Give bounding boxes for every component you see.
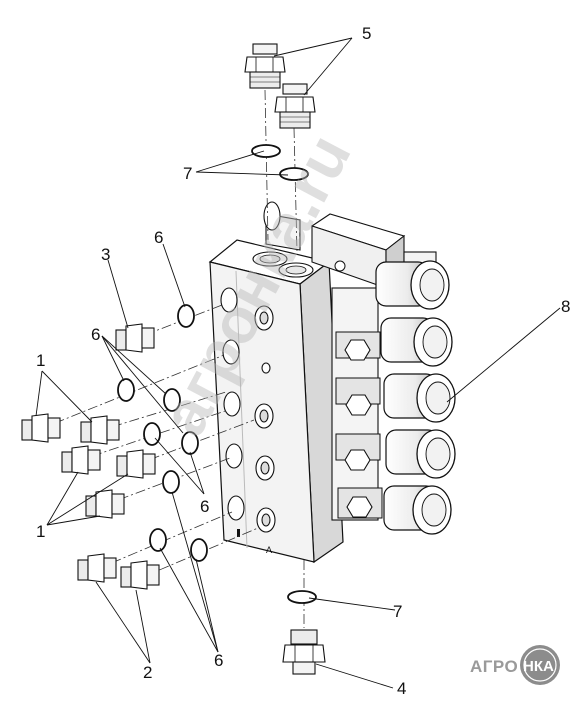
callout-7-top: 7	[183, 164, 192, 183]
hex-nut	[346, 496, 373, 518]
port	[225, 443, 243, 469]
solenoid-coil-2	[380, 317, 453, 367]
callout-6-left: 6	[91, 325, 100, 344]
fitting-1b	[80, 415, 120, 445]
seal-ring	[162, 470, 180, 494]
housing-screw	[334, 260, 346, 272]
seal-ring	[163, 388, 181, 412]
solenoid-coil-1	[375, 260, 450, 310]
brand-badge	[520, 645, 560, 685]
callout-1-top: 1	[36, 351, 45, 370]
fitting-1a	[21, 413, 61, 443]
seal-ring-top-2	[279, 167, 309, 181]
top-port-2-bore	[285, 265, 307, 275]
port	[223, 391, 241, 417]
seal-ring-top-1	[251, 144, 281, 158]
callout-6-top: 6	[154, 228, 163, 247]
callout-8: 8	[561, 297, 570, 316]
hex-nuts	[344, 339, 373, 518]
solenoid-coil-4	[385, 429, 456, 479]
port-bore	[260, 461, 270, 475]
seal-ring	[149, 528, 167, 552]
brand-logo: АГРО НКА	[470, 645, 560, 685]
solenoid-coil-5	[383, 485, 452, 535]
callout-5: 5	[362, 24, 371, 43]
side-seal-rings	[117, 304, 208, 562]
callout-7-bottom: 7	[393, 602, 402, 621]
solenoid-coils	[375, 260, 456, 535]
brand-text: АГРО	[470, 657, 518, 676]
callout-3: 3	[101, 245, 110, 264]
fitting-1c	[61, 445, 101, 475]
plug	[261, 362, 271, 374]
port-bore	[259, 311, 269, 325]
seal-ring-bottom	[287, 590, 317, 604]
callout-6-bottom: 6	[214, 651, 223, 670]
fitting-1e	[85, 489, 125, 519]
brand-badge-text: НКА	[523, 658, 554, 675]
solenoid-coil-3	[383, 373, 456, 423]
fitting-1d	[116, 449, 156, 479]
solenoid-stack	[310, 213, 456, 535]
hex-nut	[344, 449, 371, 471]
callout-4: 4	[397, 679, 406, 698]
block-stamp	[237, 529, 240, 537]
seal-ring	[143, 422, 161, 446]
fitting-top-1	[244, 43, 286, 89]
hex-nut	[345, 394, 372, 416]
side-fittings	[21, 323, 160, 590]
seal-ring	[177, 304, 195, 328]
fitting-3	[115, 323, 155, 353]
callout-labels: 5 7 6 3 8 6 1 6 1 7 6 2 4	[36, 24, 570, 698]
fitting-2a	[77, 553, 117, 583]
valve-block: A	[208, 239, 344, 564]
brand-badge-ring	[523, 648, 557, 682]
port-mark-a: A	[266, 545, 272, 555]
callout-1-bottom: 1	[36, 522, 45, 541]
callout-2: 2	[143, 663, 152, 682]
seal-ring	[190, 538, 208, 562]
port	[220, 287, 238, 313]
fitting-2b	[120, 560, 160, 590]
callout-6-mid: 6	[200, 497, 209, 516]
leader-lines	[35, 37, 561, 689]
port-bore	[261, 513, 271, 527]
seal-ring	[181, 431, 199, 455]
top-port-1-bore	[259, 254, 281, 264]
port	[227, 495, 245, 521]
front-ports	[220, 287, 276, 533]
fitting-bottom	[282, 629, 326, 675]
fitting-top-2	[274, 83, 316, 129]
seal-ring	[117, 378, 135, 402]
block-edge-highlight	[235, 270, 248, 549]
hex-nut	[344, 339, 371, 361]
port	[222, 339, 240, 365]
port-bore	[259, 409, 269, 423]
